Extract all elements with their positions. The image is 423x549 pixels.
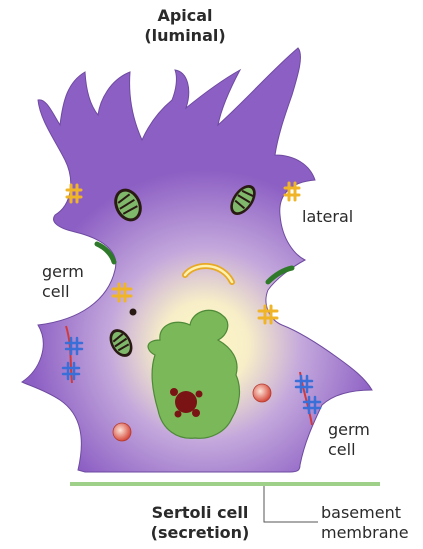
sertoli-label-line1: Sertoli cell [145,503,255,523]
germ-cell-left-line2: cell [42,282,84,302]
basement-membrane-label: basement membrane [321,503,409,543]
lateral-label: lateral [302,207,353,227]
apical-label: Apical (luminal) [130,6,240,46]
germ-cell-left-label: germ cell [42,262,84,302]
small-granule [130,309,137,316]
germ-cell-right-label: germ cell [328,420,370,460]
germ-cell-right-line2: cell [328,440,370,460]
nucleus [148,310,239,438]
secretory-vesicle [113,423,131,441]
germ-cell-right-line1: germ [328,420,370,440]
basement-label-line1: basement [321,503,409,523]
sertoli-label-line2: (secretion) [145,523,255,543]
secretory-vesicle [253,384,271,402]
sertoli-cell-label: Sertoli cell (secretion) [145,503,255,543]
apical-label-line1: Apical [130,6,240,26]
apical-label-line2: (luminal) [130,26,240,46]
germ-cell-left-line1: germ [42,262,84,282]
basement-label-line2: membrane [321,523,409,543]
basement-leader-line [264,486,318,522]
